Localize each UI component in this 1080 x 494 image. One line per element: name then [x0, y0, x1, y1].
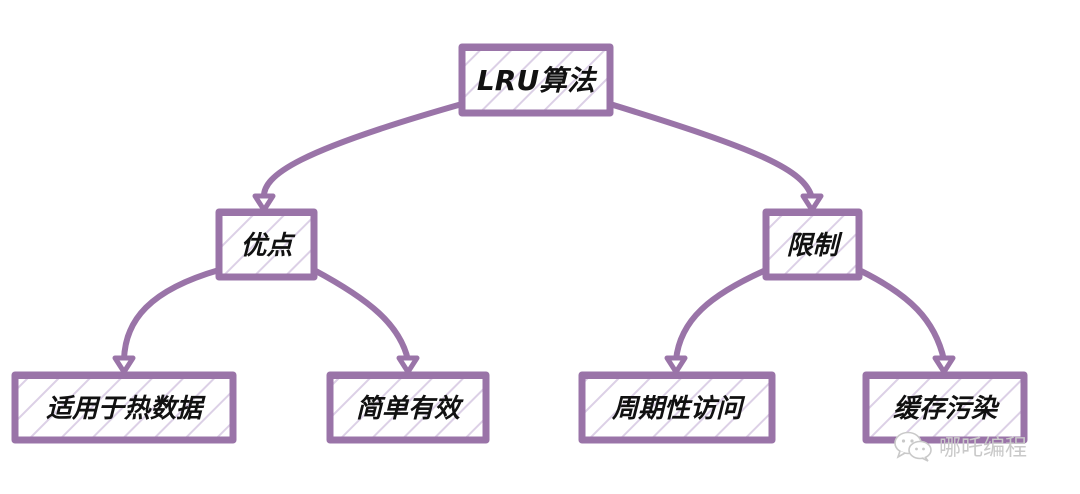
edge-limits-to-pollution: [856, 267, 947, 363]
node-label: 适用于热数据: [46, 394, 206, 424]
node-label: 优点: [240, 231, 296, 261]
node-box-sketch: [867, 377, 1024, 440]
node-box-sketch: [767, 214, 859, 277]
node-root[interactable]: LRU算法: [458, 43, 614, 117]
node-label: 缓存污染: [893, 394, 1000, 424]
arrowhead-icon: [664, 355, 688, 375]
arrowhead-icon: [800, 193, 824, 213]
node-label: 周期性访问: [611, 394, 746, 424]
node-simple[interactable]: 简单有效: [326, 371, 490, 444]
watermark-text: 哪吒编程: [939, 436, 1028, 461]
node-periodic[interactable]: 周期性访问: [578, 371, 776, 444]
node-label: LRU算法: [477, 64, 598, 97]
node-hot[interactable]: 适用于热数据: [11, 371, 237, 444]
node-label: 限制: [786, 231, 843, 261]
node-box-sketch: [220, 214, 314, 277]
node-box-sketch: [16, 377, 233, 440]
wechat-icon: [894, 431, 932, 462]
node-limits[interactable]: 限制: [762, 208, 863, 281]
arrowhead-icon: [932, 355, 956, 375]
arrowhead-icon: [112, 355, 136, 375]
edge-pros-to-hot: [121, 267, 222, 363]
node-pollution[interactable]: 缓存污染: [862, 371, 1028, 444]
node-box-sketch: [463, 49, 610, 113]
edge-root-to-limits: [607, 101, 815, 201]
node-label: 简单有效: [356, 394, 464, 424]
edge-root-to-pros: [260, 101, 465, 201]
arrowhead-icon: [252, 193, 276, 213]
node-pros[interactable]: 优点: [215, 208, 318, 281]
watermark: 哪吒编程: [893, 430, 1027, 462]
edge-pros-to-simple: [311, 267, 411, 363]
node-box-sketch: [331, 377, 486, 440]
arrowhead-icon: [396, 355, 420, 375]
node-box-sketch: [583, 377, 772, 440]
edge-limits-to-periodic: [673, 267, 769, 363]
